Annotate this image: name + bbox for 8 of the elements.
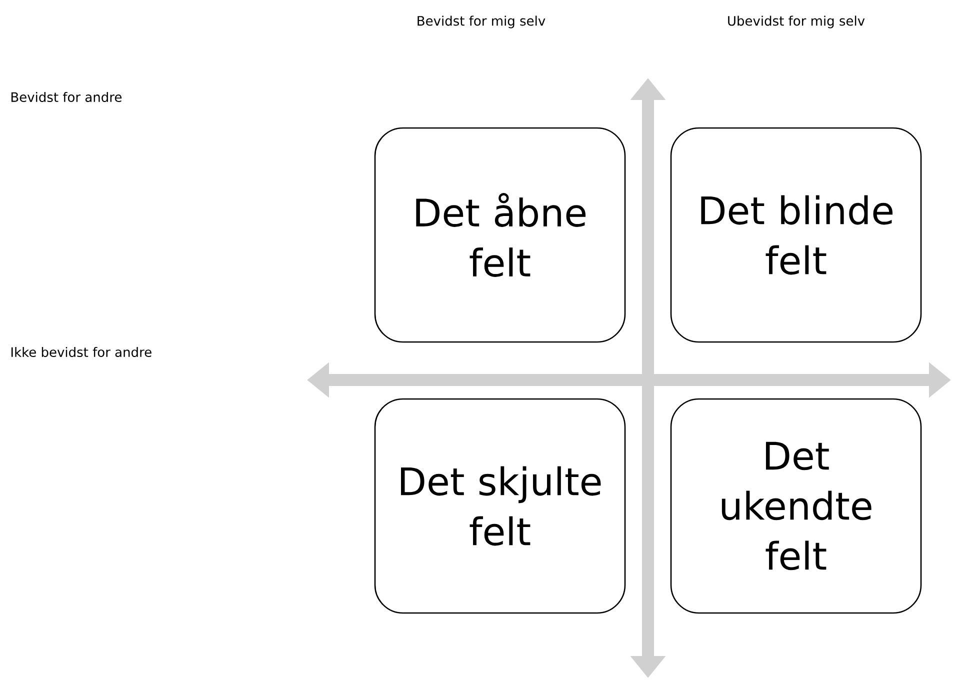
axis-label: Bevidst for mig selv <box>418 16 546 28</box>
axis-label: Ubevidst for mig selv <box>728 16 865 28</box>
quadrant-box: Det åbne felt <box>374 127 626 343</box>
quadrant-box: Det skjulte felt <box>374 398 626 614</box>
axis-label: Bevidst for andre <box>11 92 122 102</box>
quadrant-box: Det ukendte felt <box>670 398 922 614</box>
quadrant-box: Det blinde felt <box>670 127 922 343</box>
axis-label: Ikke bevidst for andre <box>11 346 152 358</box>
